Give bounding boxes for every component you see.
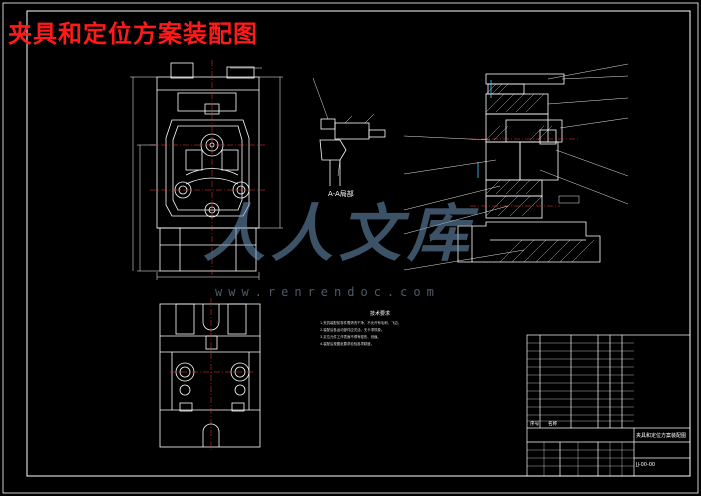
technical-note-line: 3.定位元件工作表面不得有碰伤、划痕。	[320, 335, 381, 339]
front-view-centerlines	[150, 60, 265, 275]
top-view	[159, 303, 261, 448]
title-block-drawing-name: 夹具和定位方案装配图	[636, 433, 687, 439]
front-view-dimensions	[130, 67, 283, 280]
technical-note-line: 4.装配后按图纸要求检验各项精度。	[320, 342, 375, 346]
title-block-rows	[527, 342, 634, 476]
drawing-inner-frame	[26, 10, 691, 477]
title-block-header-name: 名称	[548, 422, 558, 427]
side-view-accent-marks	[477, 80, 492, 178]
technical-note-line: 1.夹具装配前零件需清洗干净，不允许有毛刺、飞边。	[320, 321, 402, 325]
detail-view	[319, 118, 386, 186]
top-view-centerlines	[170, 298, 255, 452]
technical-note-line: 2.装配后各运动部件应灵活，无卡滞现象。	[320, 328, 385, 332]
detail-view-label: A-A局部	[328, 190, 354, 198]
title-block	[526, 334, 691, 477]
watermark-url: www.renrendoc.com	[215, 285, 440, 299]
detail-leaders	[312, 77, 375, 177]
side-section-view	[457, 73, 601, 263]
title-block-drawing-no: JJ-00-00	[636, 462, 656, 468]
side-view-centerlines	[470, 138, 580, 207]
watermark-logo: 人人文库	[203, 197, 476, 270]
page-title: 夹具和定位方案装配图	[8, 20, 258, 48]
side-section-hatching	[485, 83, 595, 263]
technical-notes-title: 技术要求	[370, 311, 391, 317]
side-view-leaders	[403, 63, 629, 271]
title-block-header-no: 序号	[530, 422, 540, 427]
